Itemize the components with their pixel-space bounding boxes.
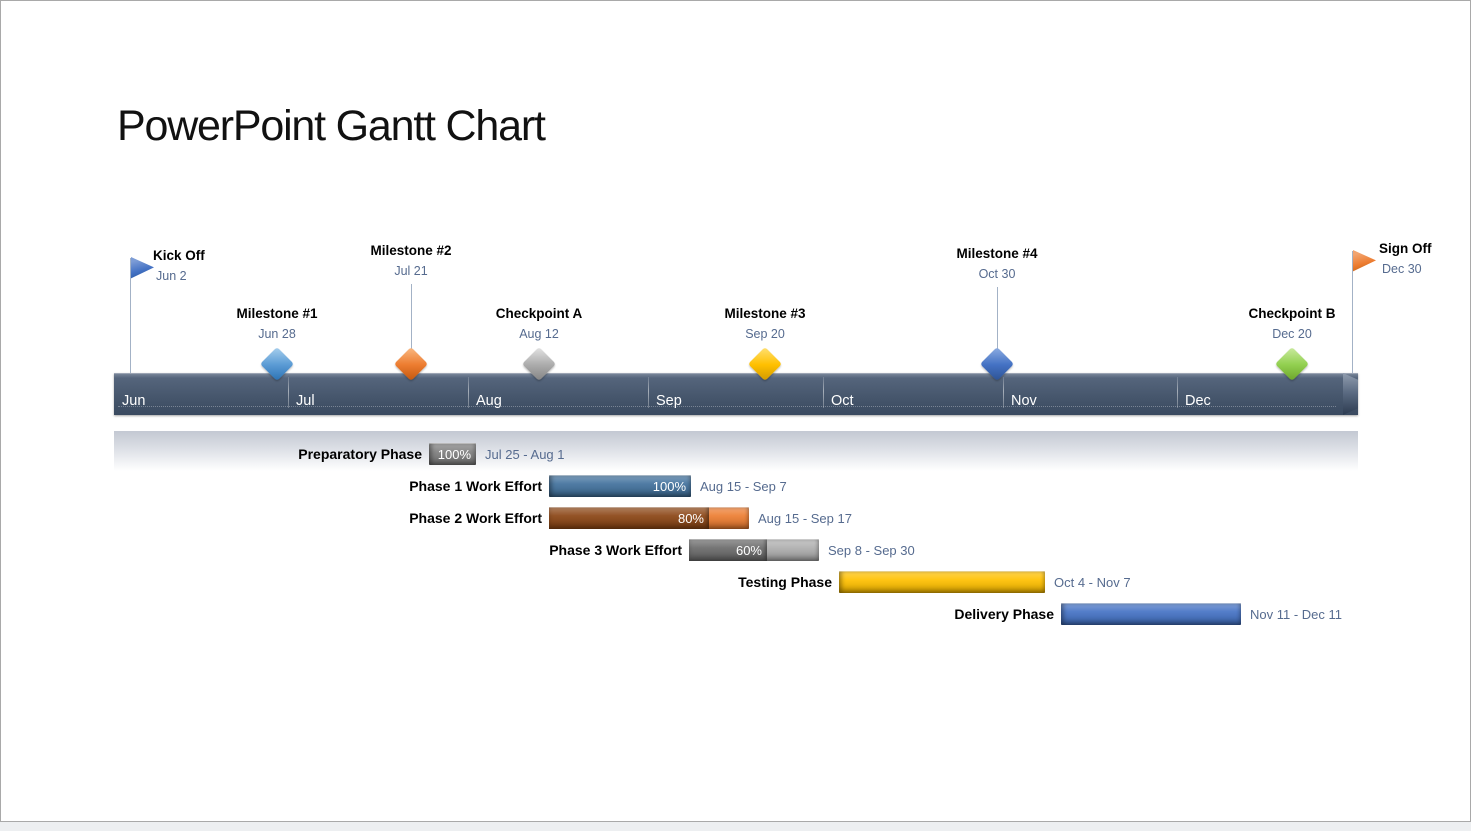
month-label: Jul [296, 393, 315, 409]
task-bar[interactable] [839, 571, 1045, 593]
task-percent-label: 100% [652, 478, 686, 494]
milestone-name: Sign Off [1379, 241, 1432, 256]
milestone-connector-line [1352, 251, 1353, 373]
task-date-range: Oct 4 - Nov 7 [1054, 574, 1131, 590]
task-bar[interactable]: 100% [429, 443, 476, 465]
month-label: Aug [476, 393, 502, 409]
month-label: Oct [831, 393, 854, 409]
milestone-date: Sep 20 [745, 327, 785, 341]
milestone-date: Jun 28 [258, 327, 296, 341]
milestone-name: Milestone #2 [370, 243, 452, 258]
slide-title[interactable]: PowerPoint Gantt Chart [117, 102, 546, 150]
month-separator [1177, 377, 1178, 408]
milestone-connector-line [997, 287, 998, 352]
timeline-bar[interactable]: Jun Jul Aug Sep Oct Nov Dec [114, 373, 1358, 415]
task-label: Testing Phase [738, 574, 832, 590]
month-separator [823, 377, 824, 408]
milestone-connector-line [411, 284, 412, 352]
task-date-range: Aug 15 - Sep 17 [758, 510, 852, 526]
milestone-connector-line [130, 258, 131, 373]
task-bar[interactable]: 80% [549, 507, 749, 529]
month-separator [468, 377, 469, 408]
task-date-range: Jul 25 - Aug 1 [485, 446, 565, 462]
milestone-date: Dec 20 [1272, 327, 1312, 341]
month-label: Dec [1185, 393, 1211, 409]
timeline-end-bevel [1343, 373, 1358, 415]
milestone-name: Checkpoint A [495, 306, 583, 321]
task-date-range: Sep 8 - Sep 30 [828, 542, 915, 558]
timeline-reflection [114, 431, 1358, 473]
task-percent-label: 60% [735, 542, 762, 558]
task-percent-label: 80% [677, 510, 704, 526]
milestone-date: Aug 12 [519, 327, 559, 341]
milestone-date: Jul 21 [394, 264, 428, 278]
task-bar[interactable] [1061, 603, 1241, 625]
milestone-name: Milestone #3 [724, 306, 806, 321]
flag-icon [131, 257, 154, 279]
month-label: Jun [122, 393, 146, 409]
task-label: Phase 3 Work Effort [549, 542, 682, 558]
workspace-below-slide [0, 822, 1471, 831]
task-bar-fill: 60% [689, 539, 767, 561]
milestone-name: Kick Off [153, 248, 205, 263]
milestone-date: Oct 30 [978, 267, 1016, 281]
task-bar-fill: 80% [549, 507, 709, 529]
milestone-date: Dec 30 [1382, 262, 1422, 276]
flag-icon [1353, 250, 1376, 272]
month-separator [288, 377, 289, 408]
month-separator [1003, 377, 1004, 408]
task-label: Preparatory Phase [298, 446, 422, 462]
task-label: Phase 1 Work Effort [409, 478, 542, 494]
milestone-name: Checkpoint B [1248, 306, 1336, 321]
task-label: Delivery Phase [954, 606, 1054, 622]
milestone-name: Milestone #1 [236, 306, 318, 321]
task-date-range: Nov 11 - Dec 11 [1250, 606, 1343, 622]
month-label: Sep [656, 393, 682, 409]
task-bar[interactable]: 100% [549, 475, 691, 497]
month-separator [648, 377, 649, 408]
task-date-range: Aug 15 - Sep 7 [700, 478, 787, 494]
milestone-date: Jun 2 [156, 269, 187, 283]
month-label: Nov [1011, 393, 1037, 409]
milestone-name: Milestone #4 [956, 246, 1038, 261]
timeline-dotted-line [118, 406, 1336, 407]
task-bar[interactable]: 60% [689, 539, 819, 561]
task-percent-label: 100% [437, 446, 471, 462]
task-label: Phase 2 Work Effort [409, 510, 542, 526]
